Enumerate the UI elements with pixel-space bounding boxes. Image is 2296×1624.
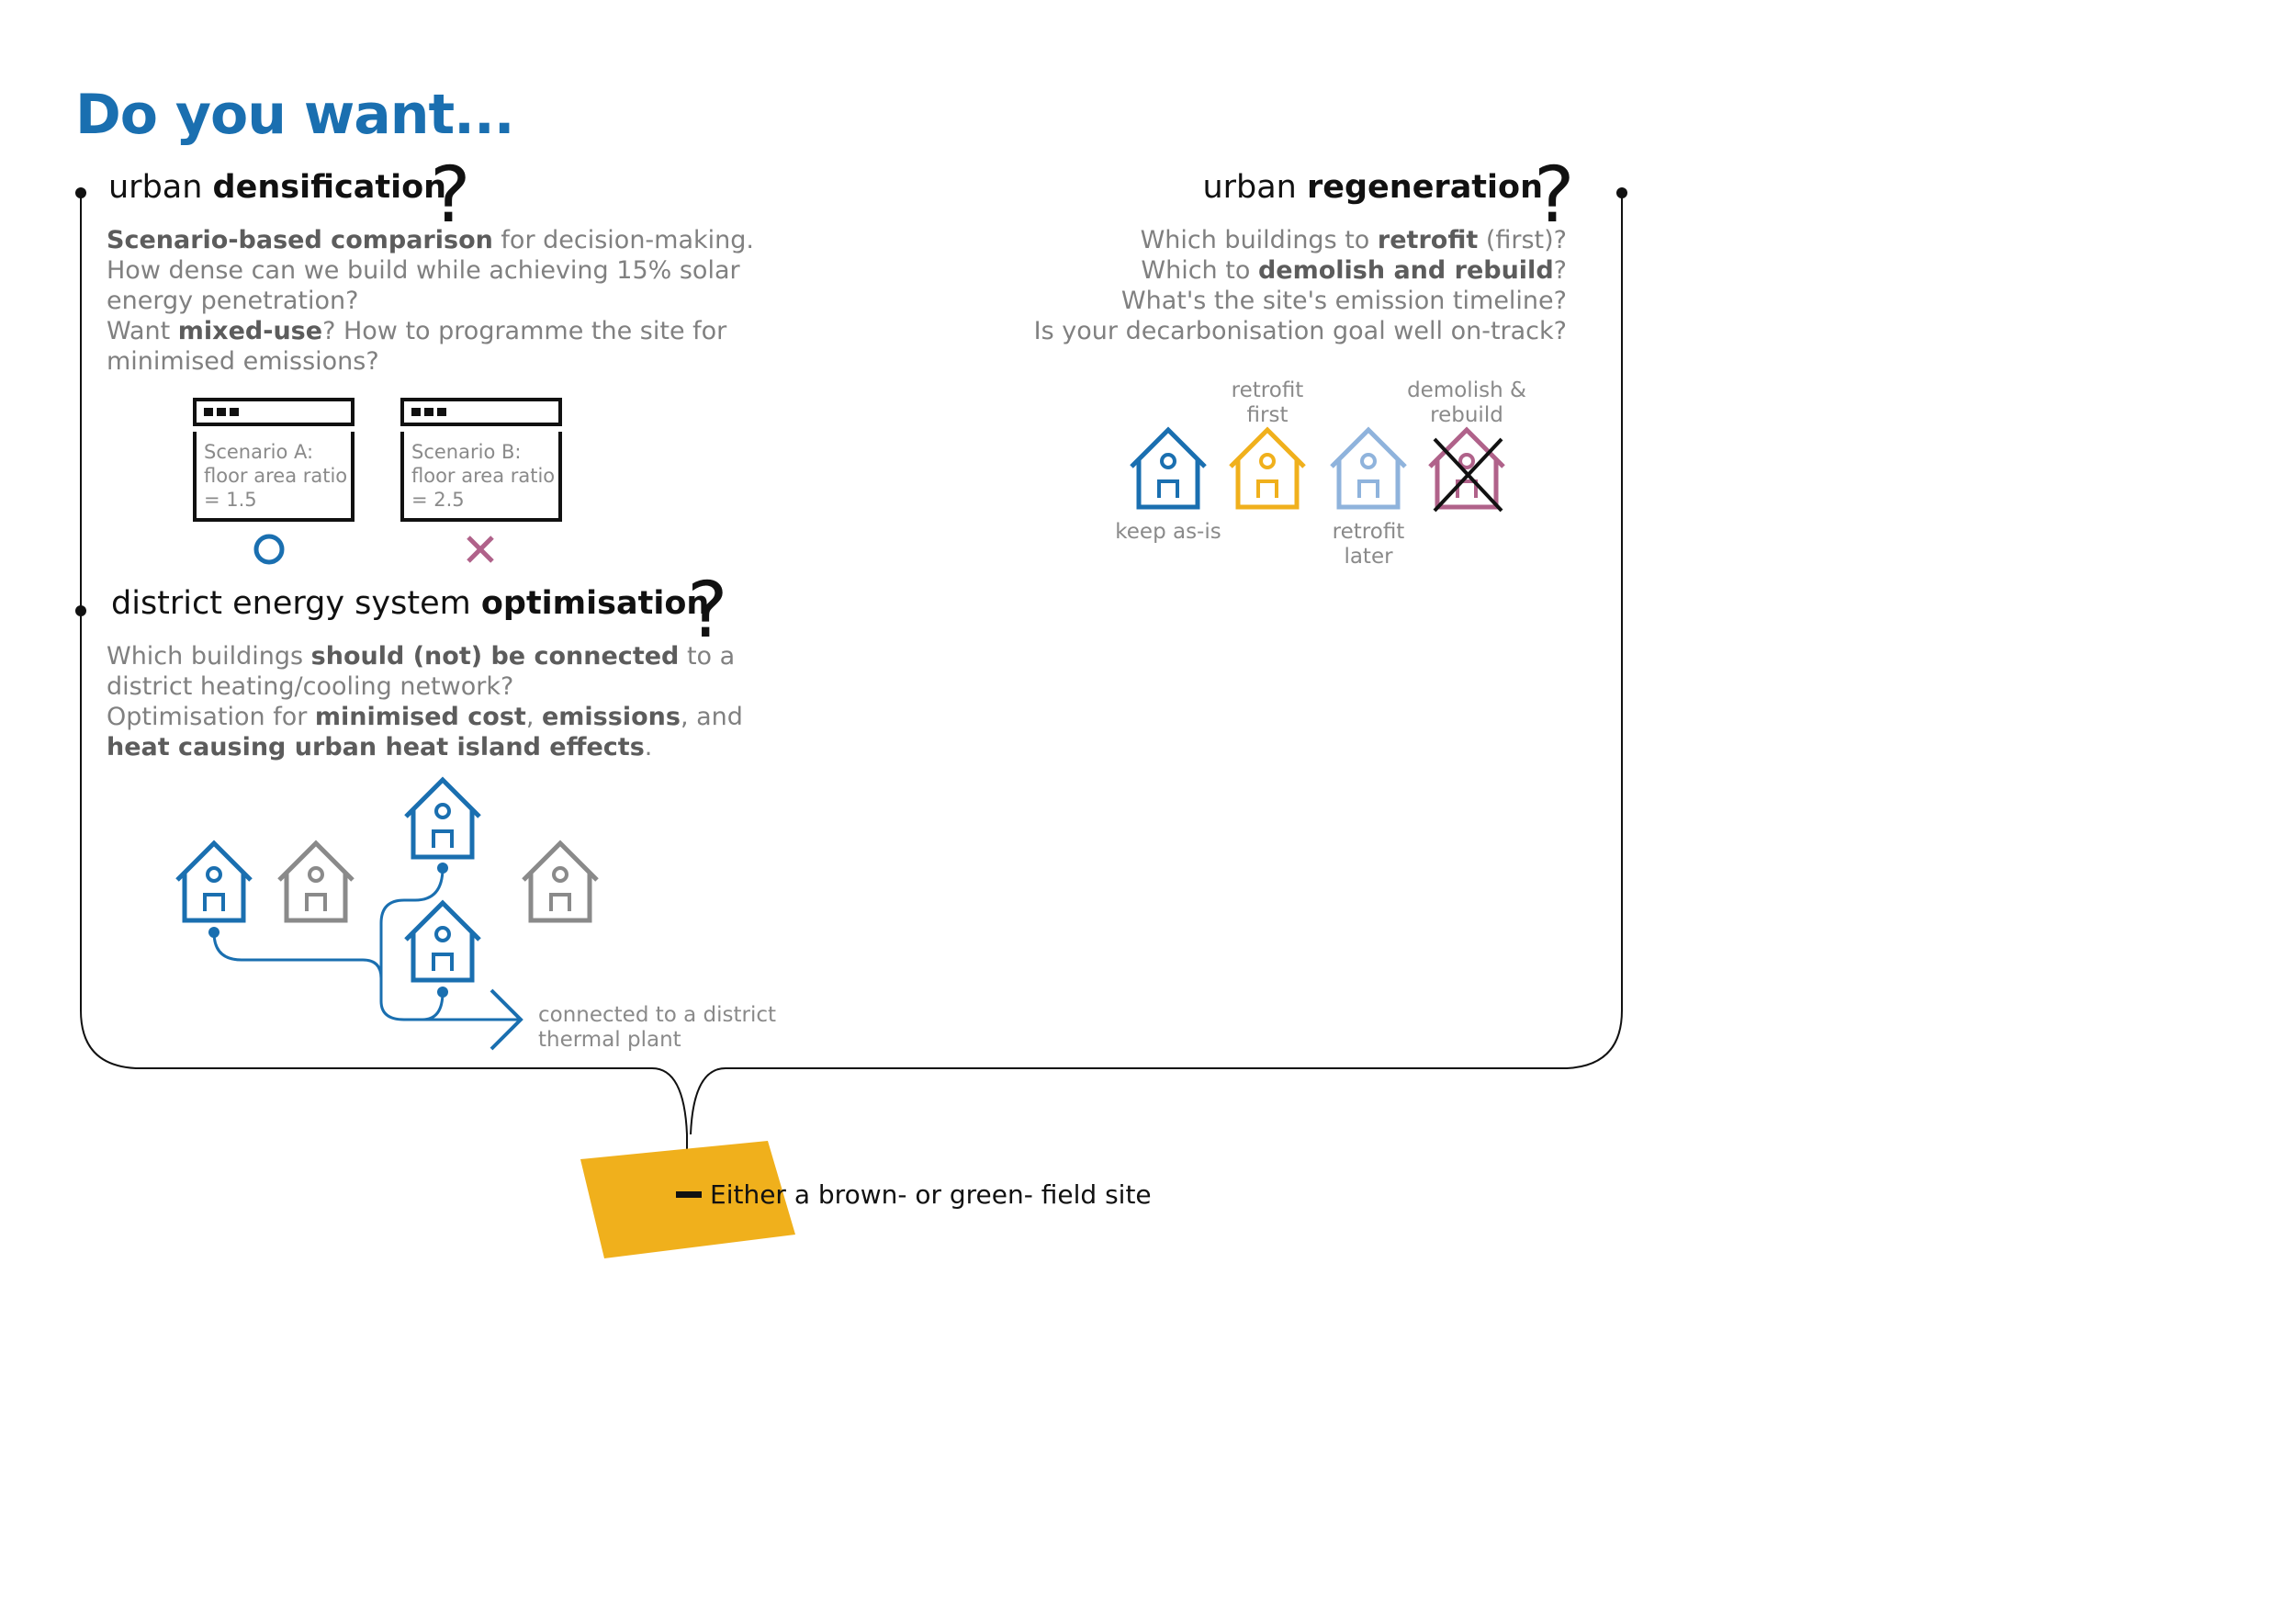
desc-text: Which buildings to [1140, 226, 1378, 254]
bullet-dot [75, 187, 86, 198]
bullet-dot [75, 605, 86, 616]
desc-text: , and [680, 703, 743, 731]
district-description: Which buildings should (not) be connecte… [107, 641, 743, 762]
desc-bold: Scenario-based comparison [107, 226, 493, 254]
desc-text: What's the site's emission timeline? [1120, 287, 1567, 315]
scenario-a-label: Scenario A: floor area ratio = 1.5 [204, 440, 347, 512]
desc-text: to a [679, 642, 736, 671]
desc-text: (first)? [1478, 226, 1567, 254]
desc-text: Is your decarbonisation goal well on-tra… [1033, 317, 1567, 345]
site-label: Either a brown- or green- field site [710, 1179, 1152, 1210]
label-retrofit-later: retrofit later [1313, 520, 1424, 570]
scenario-text: floor area ratio [411, 465, 556, 487]
house-icon [1430, 430, 1503, 507]
label-text: rebuild [1430, 403, 1503, 427]
scenario-comparison [193, 398, 562, 565]
question-mark-icon: ? [430, 150, 471, 240]
desc-text: district heating/cooling network? [107, 672, 514, 701]
desc-text: . [644, 733, 653, 761]
circle-icon [253, 534, 285, 565]
heading-text: district energy system [111, 585, 481, 622]
desc-bold: emissions [541, 703, 681, 731]
desc-text: minimised emissions? [107, 347, 379, 376]
district-heading: district energy system optimisation [111, 585, 709, 622]
desc-bold: mixed-use [177, 317, 323, 345]
regeneration-heading: urban regeneration [1202, 169, 1543, 206]
heading-bold-text: optimisation [480, 585, 710, 622]
desc-bold: minimised cost [314, 703, 526, 731]
label-text: later [1344, 545, 1393, 569]
desc-text: Want [107, 317, 178, 345]
heading-bold-text: regeneration [1306, 169, 1543, 206]
desc-text: Which buildings [107, 642, 311, 671]
site-parcel [580, 1141, 795, 1258]
house-icon [1131, 430, 1205, 507]
plant-text: connected to a district [538, 1003, 777, 1027]
desc-bold: retrofit [1377, 226, 1479, 254]
desc-bold: demolish and rebuild [1257, 256, 1554, 285]
label-text: first [1246, 403, 1289, 427]
desc-text: for decision-making. [492, 226, 754, 254]
site-marker [676, 1191, 702, 1198]
bullet-dot [1616, 187, 1627, 198]
label-text: retrofit [1231, 378, 1304, 402]
desc-text: How dense can we build while achieving 1… [107, 256, 740, 285]
scenario-b-label: Scenario B: floor area ratio = 2.5 [411, 440, 555, 512]
heading-text: urban [1202, 169, 1307, 206]
scenario-text: Scenario A: [204, 441, 314, 463]
densification-description: Scenario-based comparison for decision-m… [107, 225, 754, 377]
scenario-text: = 1.5 [204, 489, 257, 511]
question-mark-icon: ? [687, 565, 728, 655]
question-mark-icon: ? [1534, 150, 1575, 240]
desc-text: , [525, 703, 542, 731]
house-icon [1231, 430, 1304, 507]
desc-text: energy penetration? [107, 287, 359, 315]
regeneration-description: Which buildings to retrofit (first)? Whi… [1034, 225, 1567, 346]
desc-text: Optimisation for [107, 703, 315, 731]
desc-text: ? How to programme the site for [322, 317, 727, 345]
page-title: Do you want... [75, 83, 515, 147]
cross-icon [467, 536, 494, 563]
label-text: retrofit [1332, 520, 1405, 544]
densification-heading: urban densification [108, 169, 446, 206]
desc-text: Which to [1141, 256, 1258, 285]
browser-window-icon [400, 398, 562, 522]
plant-text: thermal plant [538, 1028, 681, 1052]
label-demolish: demolish & rebuild [1407, 378, 1526, 428]
label-text: demolish & [1407, 378, 1526, 402]
scenario-text: = 2.5 [411, 489, 465, 511]
browser-window-icon [193, 398, 355, 522]
label-keep: keep as-is [1115, 520, 1221, 544]
scenario-text: floor area ratio [204, 465, 348, 487]
label-retrofit-first: retrofit first [1212, 378, 1322, 428]
plant-label: connected to a district thermal plant [538, 1003, 776, 1053]
heading-bold-text: densification [212, 169, 447, 206]
desc-text: ? [1553, 256, 1567, 285]
house-icon [1332, 430, 1405, 507]
cross-out-icon [1433, 437, 1503, 513]
desc-bold: should (not) be connected [310, 642, 680, 671]
scenario-text: Scenario B: [411, 441, 522, 463]
desc-bold: heat causing urban heat island effects [107, 733, 645, 761]
heading-text: urban [108, 169, 213, 206]
